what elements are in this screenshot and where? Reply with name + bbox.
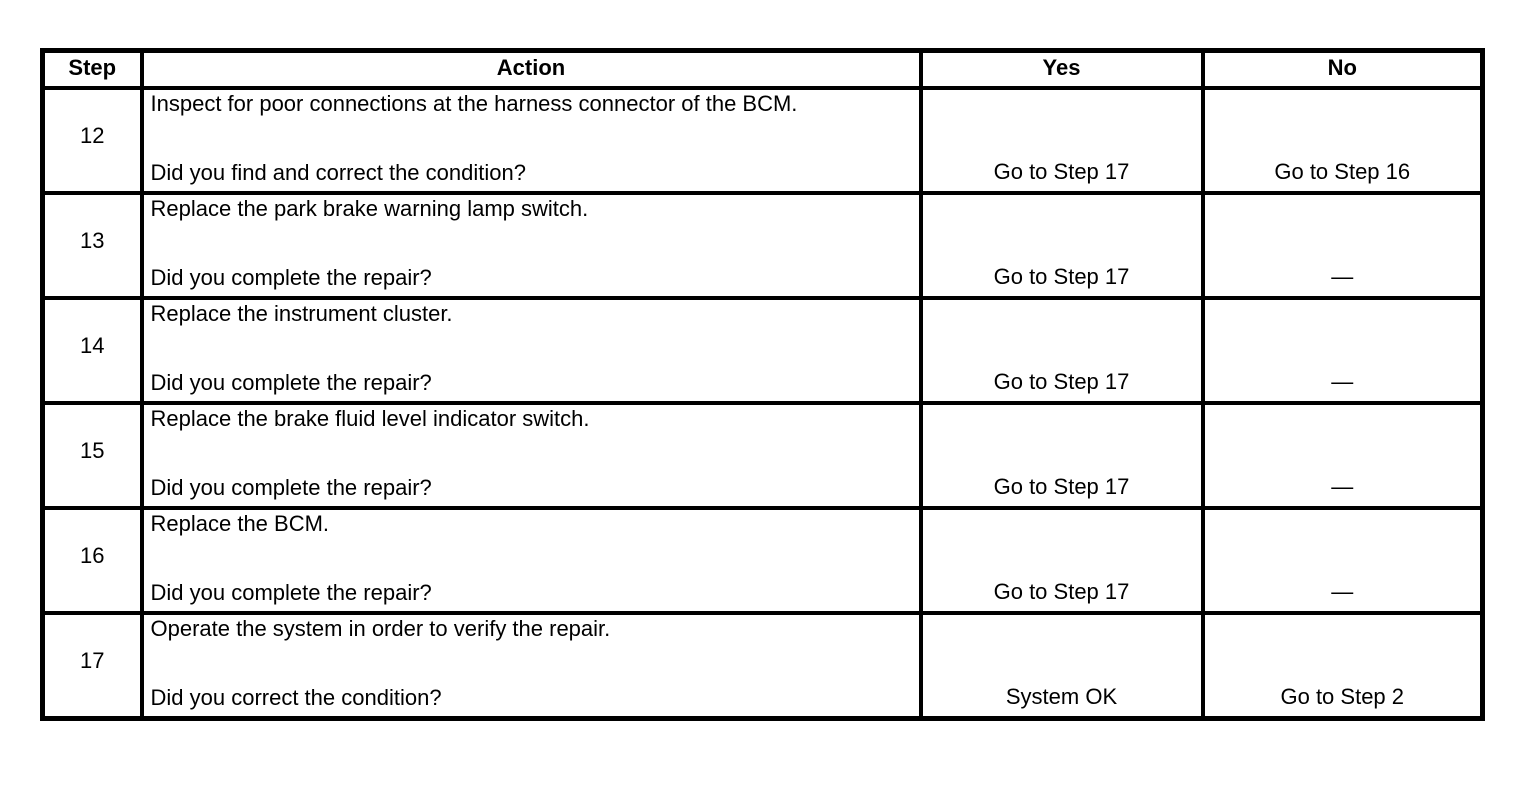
no-cell: — xyxy=(1200,295,1485,405)
question-text: Did you find and correct the condition? xyxy=(150,160,526,185)
question-text: Did you complete the repair? xyxy=(150,370,432,395)
table-row: 16 Replace the BCM. Did you complete the… xyxy=(40,505,1485,615)
column-header-no: No xyxy=(1200,48,1485,90)
action-wrap: Replace the park brake warning lamp swit… xyxy=(146,195,917,294)
action-cell: Replace the park brake warning lamp swit… xyxy=(139,190,923,300)
yes-value: Go to Step 17 xyxy=(993,264,1130,289)
question-text: Did you complete the repair? xyxy=(150,265,432,290)
no-cell: — xyxy=(1200,190,1485,300)
action-text: Operate the system in order to verify th… xyxy=(150,615,611,641)
yes-cell: Go to Step 17 xyxy=(918,85,1205,195)
yes-value: Go to Step 17 xyxy=(993,369,1130,394)
action-wrap: Operate the system in order to verify th… xyxy=(146,615,917,715)
action-cell: Inspect for poor connections at the harn… xyxy=(139,85,923,195)
table-row: 13 Replace the park brake warning lamp s… xyxy=(40,190,1485,300)
no-value: — xyxy=(1331,579,1354,604)
step-number: 13 xyxy=(80,227,105,253)
action-text: Inspect for poor connections at the harn… xyxy=(150,90,798,116)
action-text: Replace the park brake warning lamp swit… xyxy=(150,195,589,221)
yes-cell: Go to Step 17 xyxy=(918,295,1205,405)
action-wrap: Inspect for poor connections at the harn… xyxy=(146,90,917,189)
step-cell: 12 xyxy=(40,85,144,195)
no-value: — xyxy=(1331,264,1354,289)
table-header-row: Step Action Yes No xyxy=(40,48,1485,90)
action-wrap: Replace the BCM. Did you complete the re… xyxy=(146,510,917,609)
column-header-yes: Yes xyxy=(918,48,1205,90)
column-header-step: Step xyxy=(40,48,144,90)
table-row: 12 Inspect for poor connections at the h… xyxy=(40,85,1485,195)
no-cell: Go to Step 2 xyxy=(1200,610,1485,721)
yes-cell: Go to Step 17 xyxy=(918,505,1205,615)
step-number: 17 xyxy=(80,647,105,673)
no-cell: Go to Step 16 xyxy=(1200,85,1485,195)
question-text: Did you complete the repair? xyxy=(150,580,432,605)
action-text: Replace the brake fluid level indicator … xyxy=(150,405,590,431)
no-value: Go to Step 2 xyxy=(1280,684,1405,709)
question-text: Did you complete the repair? xyxy=(150,475,432,500)
action-cell: Replace the brake fluid level indicator … xyxy=(139,400,923,510)
yes-cell: Go to Step 17 xyxy=(918,400,1205,510)
action-cell: Replace the instrument cluster. Did you … xyxy=(139,295,923,405)
table-row: 17 Operate the system in order to verify… xyxy=(40,610,1485,721)
action-cell: Operate the system in order to verify th… xyxy=(139,610,923,721)
step-cell: 13 xyxy=(40,190,144,300)
table-body: 12 Inspect for poor connections at the h… xyxy=(40,85,1485,721)
no-cell: — xyxy=(1200,400,1485,510)
question-text: Did you correct the condition? xyxy=(150,685,442,710)
step-number: 12 xyxy=(80,122,105,148)
action-text: Replace the BCM. xyxy=(150,510,330,536)
yes-value: Go to Step 17 xyxy=(993,474,1130,499)
step-number: 14 xyxy=(80,332,105,358)
action-cell: Replace the BCM. Did you complete the re… xyxy=(139,505,923,615)
no-value: Go to Step 16 xyxy=(1274,159,1411,184)
step-cell: 14 xyxy=(40,295,144,405)
no-value: — xyxy=(1331,474,1354,499)
no-value: — xyxy=(1331,369,1354,394)
table-row: 14 Replace the instrument cluster. Did y… xyxy=(40,295,1485,405)
yes-cell: Go to Step 17 xyxy=(918,190,1205,300)
step-cell: 16 xyxy=(40,505,144,615)
yes-value: System OK xyxy=(1005,684,1118,709)
action-wrap: Replace the brake fluid level indicator … xyxy=(146,405,917,504)
step-cell: 17 xyxy=(40,610,144,721)
yes-value: Go to Step 17 xyxy=(993,159,1130,184)
diagnostic-table: Step Action Yes No 12 Inspect for poor c… xyxy=(40,48,1485,721)
step-number: 15 xyxy=(80,437,105,463)
yes-value: Go to Step 17 xyxy=(993,579,1130,604)
step-number: 16 xyxy=(80,542,105,568)
no-cell: — xyxy=(1200,505,1485,615)
yes-cell: System OK xyxy=(918,610,1205,721)
action-text: Replace the instrument cluster. xyxy=(150,300,453,326)
table-row: 15 Replace the brake fluid level indicat… xyxy=(40,400,1485,510)
column-header-action: Action xyxy=(139,48,923,90)
step-cell: 15 xyxy=(40,400,144,510)
action-wrap: Replace the instrument cluster. Did you … xyxy=(146,300,917,399)
